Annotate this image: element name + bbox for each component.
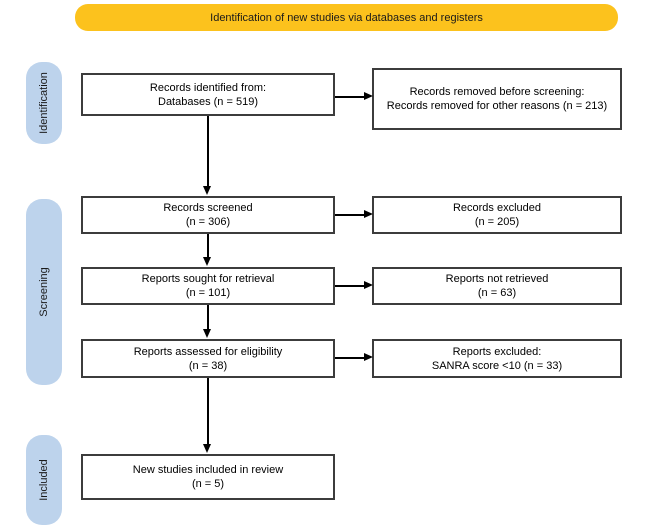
- box-text-line: Records excluded: [452, 202, 542, 214]
- box-text-line: Records identified from:: [149, 81, 267, 94]
- box-text-line: Reports assessed for eligibility: [133, 345, 283, 358]
- box-text-line: Reports sought for retrieval: [141, 273, 275, 285]
- arrow-right-screened-to-excluded-icon: [335, 211, 373, 217]
- box-text-line: Databases (n = 519): [158, 95, 258, 108]
- box-text-line: (n = 205): [474, 216, 520, 228]
- box-text-line: Reports excluded:: [452, 345, 542, 358]
- box-records-identified: Records identified from: Databases (n = …: [81, 73, 335, 116]
- stage-included-label: Included: [38, 459, 50, 501]
- arrow-down-identified-to-screened-icon: [204, 116, 211, 195]
- box-records-excluded: Records excluded (n = 205): [372, 196, 622, 234]
- box-text-line: SANRA score <10 (n = 33): [431, 359, 563, 372]
- stage-identification-label: Identification: [38, 72, 51, 134]
- arrow-right-identified-to-removed-icon: [335, 93, 373, 99]
- box-text-line: (n = 306): [185, 216, 231, 228]
- stage-identification: Identification: [26, 62, 62, 144]
- box-reports-not-retrieved: Reports not retrieved (n = 63): [372, 267, 622, 305]
- box-text-line: Records screened: [163, 202, 253, 214]
- box-text-line: (n = 63): [477, 287, 517, 299]
- box-text-line: Records removed for other reasons (n = 2…: [386, 100, 608, 112]
- box-text-line: (n = 101): [185, 287, 231, 299]
- stage-screening-label: Screening: [38, 267, 51, 317]
- arrow-down-assessed-to-included-icon: [204, 378, 211, 453]
- box-reports-sought: Reports sought for retrieval (n = 101): [81, 267, 335, 305]
- arrow-right-sought-to-not-retrieved-icon: [335, 282, 373, 288]
- box-text-line: Records removed before screening:: [409, 86, 585, 98]
- arrow-down-screened-to-sought-icon: [204, 234, 211, 266]
- box-text-line: (n = 5): [191, 478, 225, 490]
- diagram-header-banner: Identification of new studies via databa…: [75, 4, 618, 31]
- box-records-removed-before-screening: Records removed before screening: Record…: [372, 68, 622, 130]
- box-reports-excluded: Reports excluded: SANRA score <10 (n = 3…: [372, 339, 622, 378]
- box-text-line: Reports not retrieved: [445, 273, 549, 285]
- box-reports-assessed: Reports assessed for eligibility (n = 38…: [81, 339, 335, 378]
- box-records-screened: Records screened (n = 306): [81, 196, 335, 234]
- box-text-line: (n = 38): [188, 359, 228, 372]
- stage-screening: Screening: [26, 199, 62, 385]
- diagram-header-label: Identification of new studies via databa…: [210, 11, 483, 24]
- arrow-down-sought-to-assessed-icon: [204, 305, 211, 338]
- arrow-right-assessed-to-excluded-icon: [335, 354, 373, 360]
- stage-included: Included: [26, 435, 62, 525]
- box-new-studies-included: New studies included in review (n = 5): [81, 454, 335, 500]
- box-text-line: New studies included in review: [132, 464, 284, 476]
